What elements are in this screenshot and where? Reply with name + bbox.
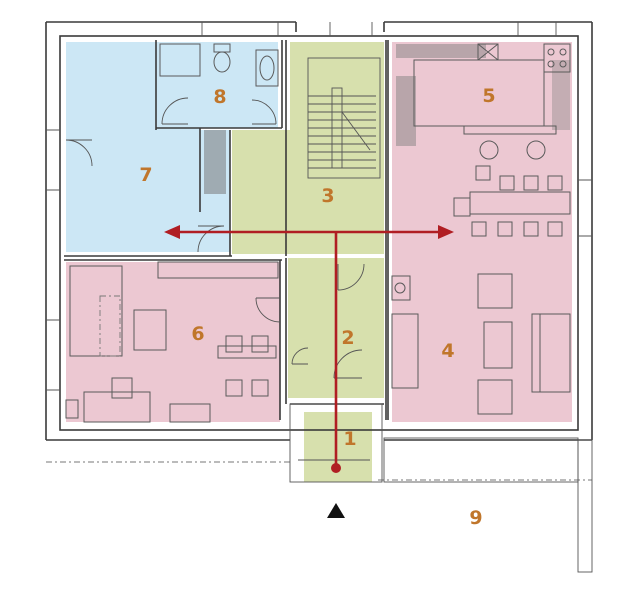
room-label-1: 1 (343, 428, 356, 450)
room-8-fill (158, 42, 278, 128)
room-label-8: 8 (213, 86, 226, 108)
room-labels: 1 2 3 4 5 6 7 8 9 (139, 85, 495, 529)
entry-dot-icon (331, 463, 341, 473)
furniture (65, 43, 571, 423)
room-label-7: 7 (139, 164, 152, 186)
arrowhead-left-icon (164, 225, 180, 239)
doors (65, 97, 365, 379)
room-label-6: 6 (191, 323, 204, 345)
entrance-triangle-icon (327, 503, 345, 518)
room-3-fill-b (232, 130, 290, 254)
room-5-fill (392, 42, 572, 254)
room-3-fill (290, 42, 384, 254)
room-label-2: 2 (341, 327, 354, 349)
room-6-fill (66, 262, 280, 422)
walls (45, 21, 593, 441)
room-label-5: 5 (482, 85, 495, 107)
room-label-3: 3 (321, 185, 334, 207)
arrowhead-right-icon (438, 225, 454, 239)
room-label-4: 4 (441, 340, 454, 362)
room-fills (66, 42, 572, 482)
room-4-fill (392, 254, 572, 422)
room-label-9: 9 (469, 507, 482, 529)
circulation-arrows-icon (164, 225, 454, 473)
